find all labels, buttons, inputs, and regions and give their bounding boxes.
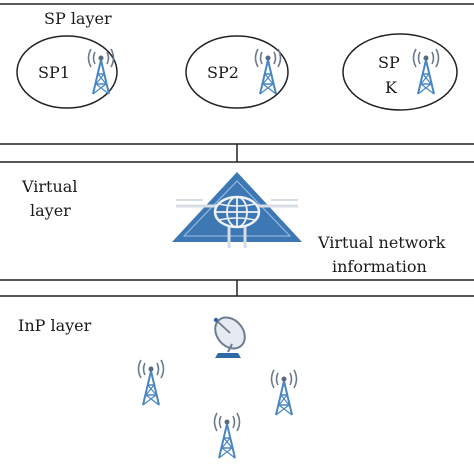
service-provider-sp2: SP2: [185, 35, 289, 109]
sp2-label: SP2: [207, 63, 239, 82]
spk-label-line2: K: [385, 78, 398, 97]
sp1-ellipse: [16, 35, 118, 109]
virtual-layer-title-line1: Virtual: [21, 177, 77, 196]
sp2-ellipse: [185, 35, 289, 109]
virtual-network-info-line1: Virtual network: [317, 233, 446, 252]
separator-sp-virtual: [0, 143, 474, 163]
virtual-network-info-line2: information: [332, 257, 427, 276]
virtualization-globe-icon: [172, 172, 302, 248]
tower-icon: [213, 412, 241, 459]
sp1-label: SP1: [38, 63, 70, 82]
inp-layer: InP layer: [18, 316, 298, 459]
service-provider-spk: SP K: [342, 33, 458, 111]
service-provider-sp1: SP1: [16, 35, 118, 109]
tower-icon: [137, 359, 165, 406]
spk-label-line1: SP: [378, 53, 400, 72]
separator-virtual-inp: [0, 279, 474, 297]
tower-icon: [270, 369, 298, 416]
virtual-layer-title-line2: layer: [30, 201, 71, 220]
sp-layer-title: SP layer: [44, 9, 112, 28]
spk-ellipse: [342, 33, 458, 111]
sp-layer: SP layer SP1 SP2 SP K: [0, 3, 474, 111]
virtual-layer: Virtual layer Virtual network informatio…: [21, 172, 446, 276]
inp-layer-title: InP layer: [18, 316, 92, 335]
satellite-dish-icon: [213, 316, 246, 358]
